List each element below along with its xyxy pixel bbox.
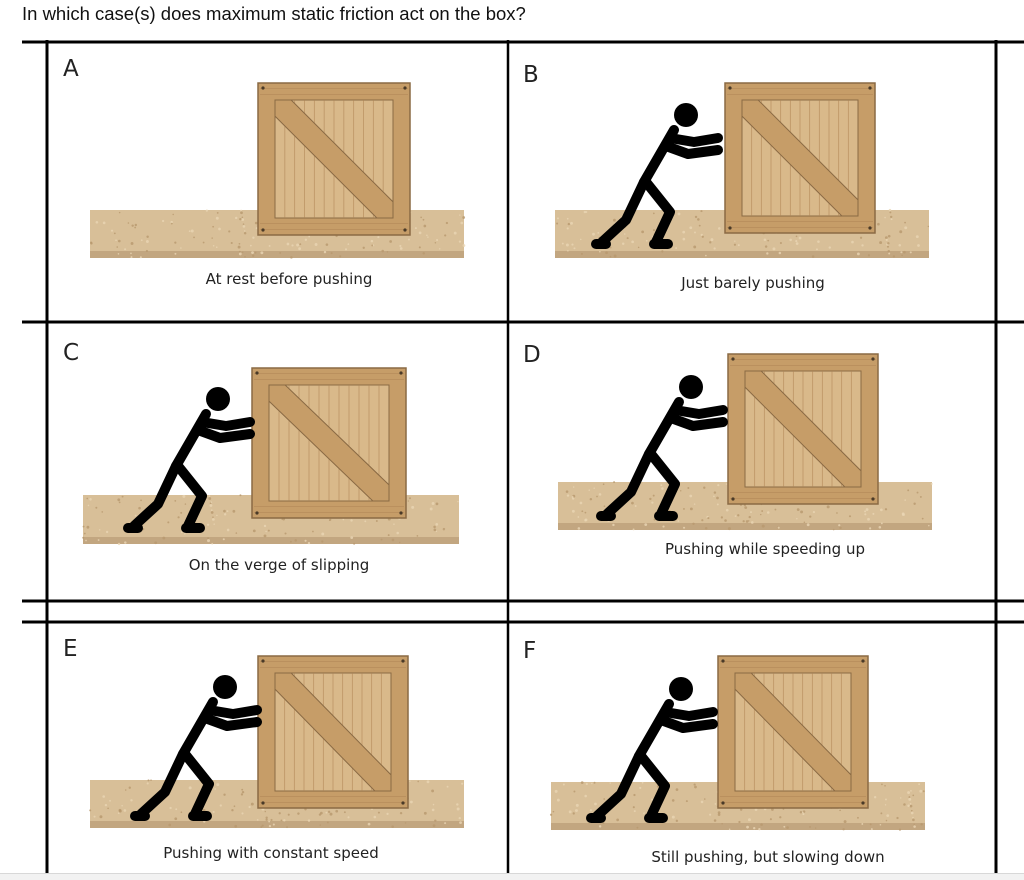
wooden-crate-icon: [257, 655, 409, 809]
panel-illustration: [82, 367, 459, 546]
pushing-stick-figure-icon: [586, 677, 718, 823]
page-footer-bar: [0, 873, 1024, 880]
panel-illustration: [555, 82, 930, 258]
panel-letter: B: [523, 62, 539, 88]
panel-letter: A: [63, 56, 79, 82]
wooden-crate-icon: [257, 82, 411, 236]
pushing-stick-figure-icon: [123, 387, 255, 533]
panel-letter: D: [523, 342, 541, 368]
panel-illustration: [558, 353, 933, 531]
panel-d: D Pushing while speeding up: [510, 324, 995, 600]
panel-b: B Just barely pushing: [510, 44, 995, 321]
panel-caption: At rest before pushing: [205, 270, 373, 288]
pushing-stick-figure-icon: [130, 675, 262, 821]
panel-f: F Still pushing, but slowing down: [510, 624, 995, 873]
panel-caption: Pushing with constant speed: [163, 844, 379, 862]
pushing-stick-figure-icon: [596, 375, 728, 521]
panel-illustration: [90, 82, 466, 259]
pushing-stick-figure-icon: [591, 103, 723, 249]
wooden-crate-icon: [724, 82, 876, 234]
panel-caption: Still pushing, but slowing down: [651, 848, 885, 866]
panel-illustration: [549, 655, 925, 831]
panel-e: E Pushing with constant speed: [49, 624, 507, 873]
panel-illustration: [89, 655, 464, 829]
panel-caption: Pushing while speeding up: [665, 540, 865, 558]
panel-c: C On the verge of slipping: [49, 324, 507, 600]
panel-letter: F: [523, 638, 537, 664]
panel-caption: Just barely pushing: [681, 274, 825, 292]
wooden-crate-icon: [717, 655, 869, 809]
panel-letter: C: [63, 340, 80, 366]
panel-caption: On the verge of slipping: [188, 556, 370, 574]
wooden-crate-icon: [251, 367, 407, 519]
question-text: In which case(s) does maximum static fri…: [22, 3, 526, 24]
panel-a: A At rest before pushing: [49, 44, 507, 321]
wooden-crate-icon: [727, 353, 879, 505]
panel-letter: E: [63, 636, 78, 662]
